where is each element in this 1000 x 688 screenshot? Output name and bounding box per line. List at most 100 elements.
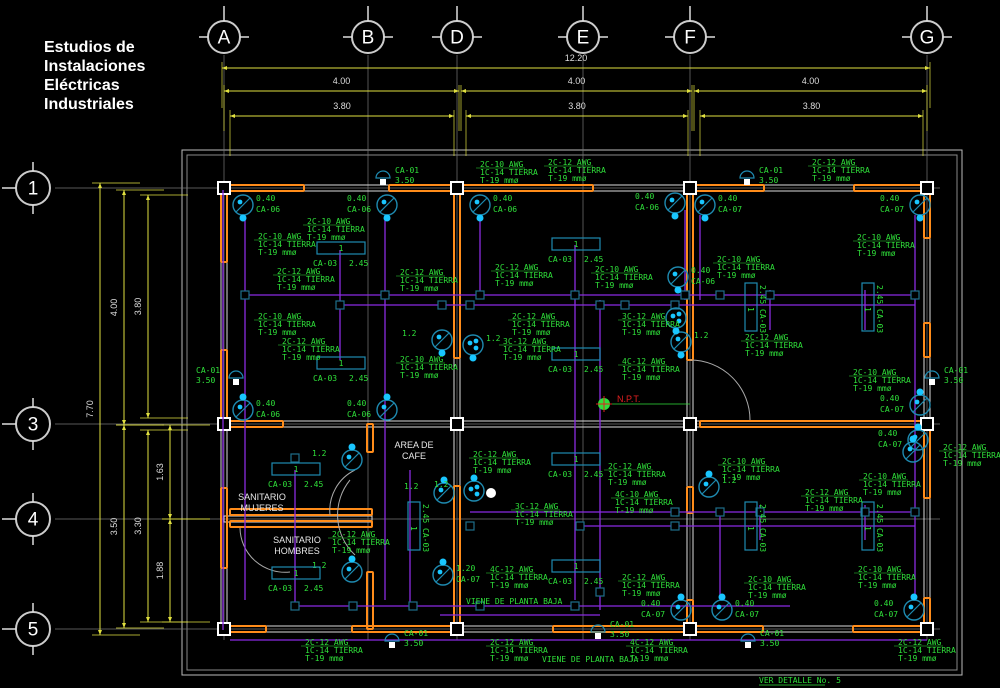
lighting-panel <box>551 452 601 466</box>
cable-spec: 2C-10 AWG <box>717 255 761 264</box>
conduit-spec: T-19 mmø <box>548 174 587 183</box>
lamp-dot-icon <box>239 393 247 401</box>
room-label-men: SANITARIO <box>273 535 321 545</box>
room-label-women: MUJERES <box>240 503 283 513</box>
luminaire <box>909 194 931 222</box>
panel-height: 2.45 <box>584 577 603 586</box>
fixture-circuit: CA-07 <box>735 610 759 619</box>
ground-spec: 1C-14 TIERRA <box>400 276 458 285</box>
panelboard-circuit: CA-01 <box>404 629 428 638</box>
wall-segment <box>220 487 228 569</box>
conduit-spec: T-19 mmø <box>630 654 669 663</box>
panel-number: 1 <box>863 307 872 312</box>
junction-box <box>910 290 920 300</box>
ground-spec: 1C-14 TIERRA <box>857 241 915 250</box>
panel-number: 1 <box>574 350 579 359</box>
dimension-label: 3.30 <box>133 517 143 535</box>
fixture-circuit: CA-06 <box>635 203 659 212</box>
luminaire <box>232 393 254 421</box>
title-line: Industriales <box>44 96 134 113</box>
grid-column-label: B <box>362 28 375 49</box>
conduit-spec: T-19 mmø <box>490 654 529 663</box>
conduit-spec: T-19 mmø <box>305 654 344 663</box>
fixture-circuit: CA-07 <box>874 610 898 619</box>
conduit-spec: T-19 mmø <box>282 353 321 362</box>
panel-circuit: CA-03 <box>268 480 292 489</box>
structural-column <box>683 417 697 431</box>
panel-height: 2.45 <box>584 470 603 479</box>
ground-spec: 1C-14 TIERRA <box>863 480 921 489</box>
ground-spec: 1C-14 TIERRA <box>812 166 870 175</box>
conduit-spec: T-19 mmø <box>490 581 529 590</box>
cable-spec: 2C-12 AWG <box>548 158 592 167</box>
ground-spec: 1C-14 TIERRA <box>490 573 548 582</box>
cable-spec: 2C-12 AWG <box>490 638 534 647</box>
luminaire <box>431 329 453 357</box>
cable-spec: 2C-12 AWG <box>305 638 349 647</box>
panel-height: 2.45 <box>875 285 884 304</box>
lamp-dot-icon <box>439 558 447 566</box>
luminaire <box>698 470 720 498</box>
grid-column-label: F <box>684 28 696 49</box>
panel-circuit: CA-03 <box>268 584 292 593</box>
ground-spec: 1C-14 TIERRA <box>277 275 335 284</box>
ground-spec: 1C-14 TIERRA <box>722 465 780 474</box>
fixture-height: 1.2 <box>402 329 417 338</box>
conduit-spec: T-19 mmø <box>898 654 937 663</box>
title-line: Instalaciones <box>44 58 146 75</box>
junction-box <box>755 507 765 517</box>
conduit-spec: T-19 mmø <box>745 349 784 358</box>
conduit-spec: T-19 mmø <box>717 271 756 280</box>
sheet-frame <box>181 149 963 676</box>
cable-spec: 2C-12 AWG <box>805 488 849 497</box>
lamp-dot-icon <box>916 214 924 222</box>
door-swing <box>329 469 356 516</box>
junction-box <box>240 290 250 300</box>
dimension-label: 1.63 <box>155 463 165 481</box>
panelboard-icon <box>924 370 940 379</box>
ground-spec: 1C-14 TIERRA <box>615 498 673 507</box>
cable-spec: 2C-10 AWG <box>307 217 351 226</box>
ground-spec: 1C-14 TIERRA <box>717 263 775 272</box>
ground-spec: 1C-14 TIERRA <box>622 581 680 590</box>
ground-spec: 1C-14 TIERRA <box>512 320 570 329</box>
junction-box <box>465 521 475 531</box>
lamp-dot-icon <box>672 327 680 335</box>
conduit-spec: T-19 mmø <box>332 546 371 555</box>
conduit-spec: T-19 mmø <box>943 459 982 468</box>
panelboard-height: 3.50 <box>610 630 629 639</box>
cable-spec: 2C-12 AWG <box>622 573 666 582</box>
panel-number: 1 <box>339 244 344 253</box>
wall-segment <box>366 571 374 630</box>
dimension-label: 3.80 <box>133 298 143 316</box>
panelboard-circuit: CA-01 <box>610 620 634 629</box>
fixture-height: 1.2 <box>404 482 419 491</box>
panelboard-icon <box>740 633 756 642</box>
conduit-spec: T-19 mmø <box>863 488 902 497</box>
cable-spec: 2C-10 AWG <box>258 232 302 241</box>
lamp-dot-icon <box>909 435 917 443</box>
ground-spec: 1C-14 TIERRA <box>307 225 365 234</box>
ground-spec: 1C-14 TIERRA <box>595 273 653 282</box>
structural-column <box>920 622 934 636</box>
lighting-panel <box>316 241 366 255</box>
structural-column <box>217 622 231 636</box>
junction-box <box>715 507 725 517</box>
outlet-point <box>486 488 496 498</box>
note-see-detail: VER DETALLE No. 5 <box>759 676 841 685</box>
note-from-ground-floor: VIENE DE PLANTA BAJA <box>466 597 563 606</box>
cable-spec: 2C-12 AWG <box>745 333 789 342</box>
luminaire <box>376 194 398 222</box>
fixture-circuit: CA-07 <box>880 205 904 214</box>
luminaire <box>694 194 716 222</box>
ground-spec: 1C-14 TIERRA <box>503 345 561 354</box>
luminaire <box>670 593 692 621</box>
luminaire <box>376 393 398 421</box>
fixture-circuit: CA-07 <box>718 205 742 214</box>
fixture-height: 0.40 <box>256 194 275 203</box>
